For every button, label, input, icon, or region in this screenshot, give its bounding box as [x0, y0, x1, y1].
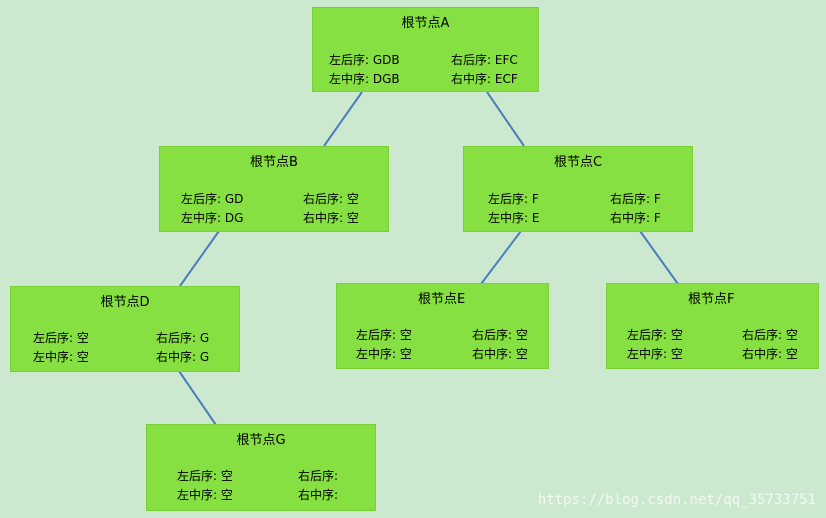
edge-a-b: [323, 91, 363, 147]
edge-b-d: [179, 230, 220, 287]
watermark-url: https://blog.csdn.net/qq_35733751: [537, 492, 816, 508]
left-inorder: 左中序: 空: [627, 347, 683, 361]
left-inorder: 左中序: 空: [33, 350, 89, 364]
node-title: 根节点B: [250, 155, 298, 170]
left-postorder: 左后序: 空: [33, 331, 89, 345]
left-postorder: 左后序: F: [488, 192, 539, 206]
node-title: 根节点A: [401, 16, 450, 31]
tree-node-d: 根节点D 左后序: 空 右后序: G 左中序: 空 右中序: G: [10, 286, 240, 372]
tree-node-e: 根节点E 左后序: 空 右后序: 空 左中序: 空 右中序: 空: [336, 283, 549, 369]
left-postorder: 左后序: GDB: [329, 53, 400, 67]
right-postorder: 右后序:: [298, 469, 339, 483]
node-title: 根节点F: [688, 292, 735, 307]
right-inorder: 右中序: 空: [303, 211, 359, 225]
right-inorder: 右中序:: [298, 488, 339, 502]
left-postorder: 左后序: 空: [177, 469, 233, 483]
left-postorder: 左后序: 空: [627, 328, 683, 342]
left-inorder: 左中序: E: [488, 211, 540, 225]
left-inorder: 左中序: 空: [356, 347, 412, 361]
edge-d-g: [178, 370, 217, 426]
left-inorder: 左中序: DGB: [329, 72, 400, 86]
tree-node-b: 根节点B 左后序: GD 右后序: 空 左中序: DG 右中序: 空: [159, 146, 389, 232]
node-title: 根节点C: [553, 155, 603, 170]
right-postorder: 右后序: F: [610, 192, 661, 206]
edge-c-e: [480, 230, 522, 285]
node-title: 根节点G: [236, 433, 286, 448]
left-postorder: 左后序: GD: [181, 192, 244, 206]
tree-node-g: 根节点G 左后序: 空 右后序: 左中序: 空 右中序:: [146, 424, 376, 511]
right-postorder: 右后序: G: [156, 331, 210, 345]
edge-a-c: [486, 91, 525, 147]
tree-node-a: 根节点A 左后序: GDB 右后序: EFC 左中序: DGB 右中序: ECF: [312, 7, 539, 92]
right-postorder: 右后序: 空: [472, 328, 528, 342]
left-inorder: 左中序: 空: [177, 488, 233, 502]
right-inorder: 右中序: G: [156, 350, 210, 364]
tree-node-c: 根节点C 左后序: F 右后序: F 左中序: E 右中序: F: [463, 146, 693, 232]
tree-node-f: 根节点F 左后序: 空 右后序: 空 左中序: 空 右中序: 空: [606, 283, 819, 369]
right-postorder: 右后序: EFC: [451, 53, 518, 67]
node-title: 根节点E: [418, 292, 466, 307]
node-title: 根节点D: [100, 295, 150, 310]
right-postorder: 右后序: 空: [303, 192, 359, 206]
right-inorder: 右中序: ECF: [451, 72, 518, 86]
left-inorder: 左中序: DG: [181, 211, 244, 225]
edge-c-f: [639, 230, 679, 285]
right-inorder: 右中序: F: [610, 211, 661, 225]
right-postorder: 右后序: 空: [742, 328, 798, 342]
right-inorder: 右中序: 空: [472, 347, 528, 361]
left-postorder: 左后序: 空: [356, 328, 412, 342]
right-inorder: 右中序: 空: [742, 347, 798, 361]
